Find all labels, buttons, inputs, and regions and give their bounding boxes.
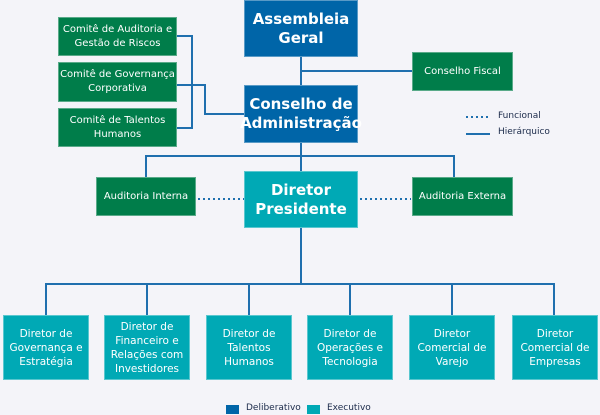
node-auditoria-interna: Auditoria Interna [96,177,196,216]
line-auditorias-bus [145,155,455,177]
legend-hierarquico-label: Hierárquico [498,127,550,137]
node-comite-governanca: Comitê de Governança Corporativa [58,62,177,102]
node-auditoria-externa: Auditoria Externa [412,177,513,216]
node-assembleia-geral: Assembleia Geral [244,0,358,57]
node-comite-auditoria: Comitê de Auditoria e Gestão de Riscos [58,17,177,56]
node-diretor-varejo: Diretor Comercial de Varejo [409,315,495,380]
node-diretor-governanca: Diretor de Governança e Estratégia [3,315,89,380]
node-conselho-administracao: Conselho de Administração [240,85,362,143]
legend-funcional-label: Funcional [498,111,541,121]
line-comite-auditoria [177,35,193,129]
line-comite-governanca [177,84,244,115]
node-diretor-operacoes: Diretor de Operações e Tecnologia [307,315,393,380]
node-diretor-talentos: Diretor de Talentos Humanos [206,315,292,380]
legend-deliberativo-label: Deliberativo [246,403,301,413]
node-conselho-fiscal: Conselho Fiscal [412,52,513,91]
node-diretor-presidente: Diretor Presidente [244,171,358,228]
legend-executivo-label: Executivo [327,403,371,413]
node-comite-talentos: Comitê de Talentos Humanos [58,108,177,147]
legend-executivo-swatch [307,405,320,414]
node-diretor-empresas: Diretor Comercial de Empresas [512,315,598,380]
node-diretor-financeiro: Diretor de Financeiro e Relações com Inv… [104,315,190,380]
legend-deliberativo-swatch [226,405,239,414]
